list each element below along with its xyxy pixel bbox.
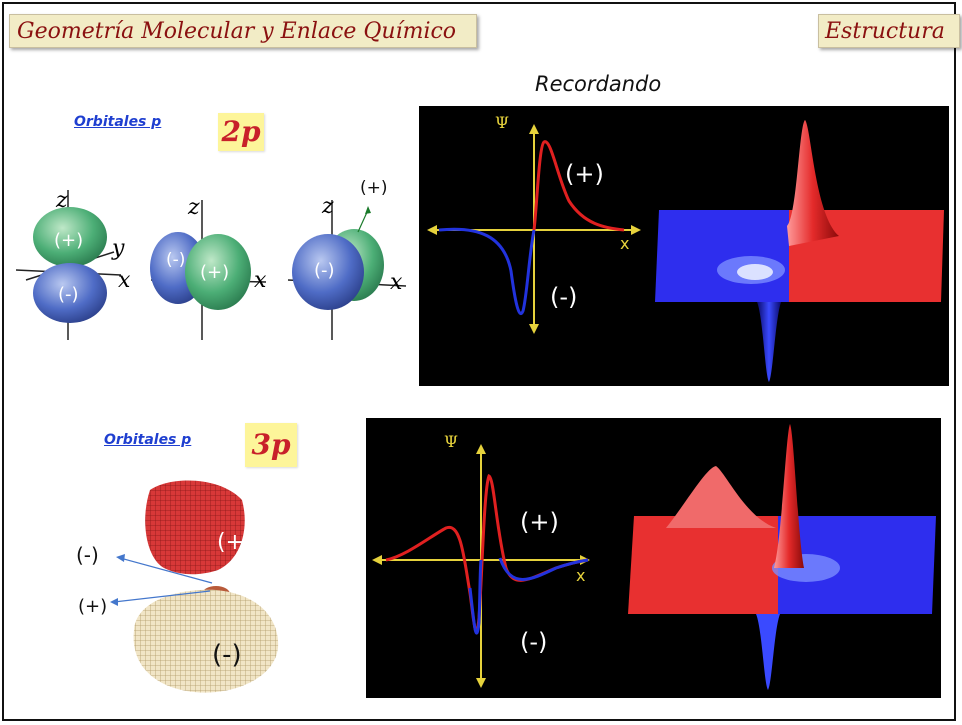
psi-label-2p: Ψ	[495, 113, 510, 132]
wavefunction-panel-3p	[366, 418, 941, 698]
wire-plus-label: (+)	[217, 530, 253, 555]
axis-z-2: z	[188, 195, 200, 220]
wire-minus-label: (-)	[212, 640, 242, 670]
axis-z-3: z	[322, 194, 334, 219]
axis-z-1: z	[56, 188, 68, 213]
x-label-2p: x	[620, 234, 630, 253]
lobe-plus-3: (+)	[360, 178, 388, 198]
slide-title: Geometría Molecular y Enlace Químico	[9, 14, 477, 48]
badge-2p: 2p	[218, 113, 264, 151]
lobe-plus-1: (+)	[54, 230, 84, 251]
psi-label-3p: Ψ	[444, 432, 459, 451]
recordando-heading: Recordando	[535, 72, 662, 96]
badge-3p: 3p	[245, 423, 297, 467]
pz-orbital	[16, 190, 122, 340]
lobe-minus-1: (-)	[58, 284, 79, 305]
plot-minus-2p: (-)	[550, 283, 578, 311]
axis-y-1: y	[112, 236, 125, 261]
px-orbital	[150, 200, 267, 340]
arrow-minus-label: (-)	[76, 543, 99, 567]
plot-plus-3p: (+)	[520, 508, 559, 536]
wavefunction-panel-2p	[419, 106, 949, 386]
plot-minus-3p: (-)	[520, 628, 548, 656]
section-label: Estructura	[818, 14, 960, 48]
lobe-minus-2: (-)	[166, 250, 186, 270]
lobe-minus-3: (-)	[314, 260, 335, 281]
axis-x-2: x	[254, 268, 267, 293]
lobe-plus-2: (+)	[200, 262, 230, 283]
plot-plus-2p: (+)	[565, 160, 604, 188]
p-orbital-3p-wireframe	[110, 480, 279, 693]
arrow-plus-label: (+)	[78, 596, 108, 617]
axis-x-1: x	[118, 268, 131, 293]
p-orbitals-2p-illustration	[16, 190, 407, 340]
x-label-3p: x	[576, 566, 586, 585]
orbitales-p-link-3p[interactable]: Orbitales p	[104, 432, 192, 448]
axis-x-3: x	[390, 270, 403, 295]
orbitales-p-link-2p[interactable]: Orbitales p	[74, 114, 162, 130]
py-orbital	[287, 200, 407, 340]
